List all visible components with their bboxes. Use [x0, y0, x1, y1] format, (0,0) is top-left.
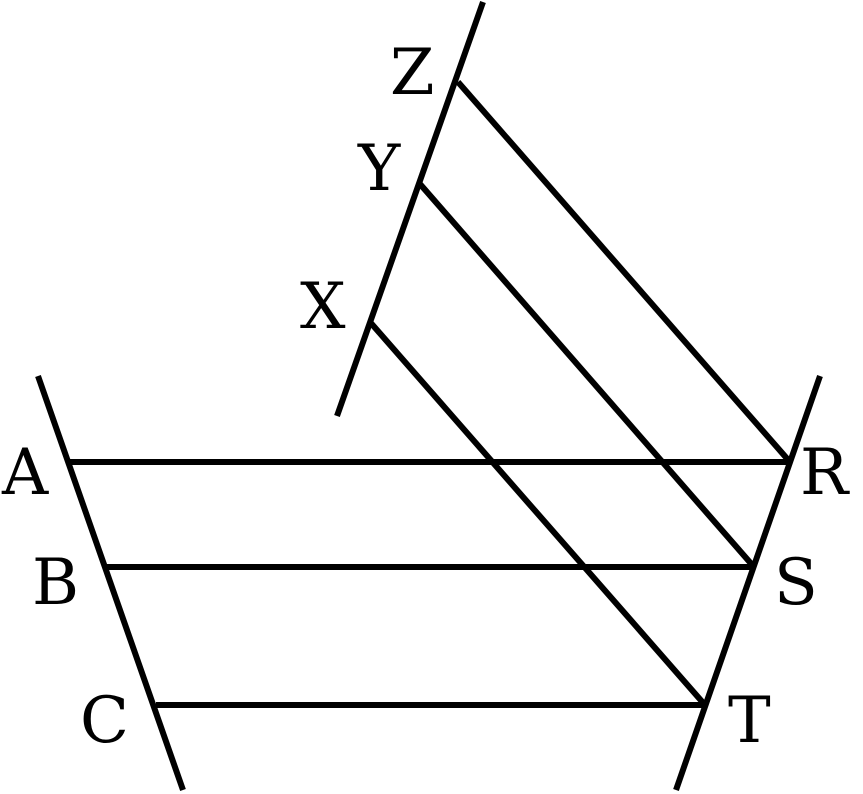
upper-transversal — [334, 1, 486, 417]
point-label-y: Y — [357, 132, 401, 206]
point-label-t: T — [728, 684, 771, 758]
point-label-b: B — [32, 546, 79, 620]
point-label-a: A — [1, 436, 49, 510]
point-label-x: X — [300, 270, 346, 344]
left-transversal — [35, 375, 186, 791]
segment-zr — [455, 80, 793, 464]
point-label-r: R — [800, 436, 850, 510]
point-label-z: Z — [390, 36, 434, 110]
point-label-s: S — [774, 546, 818, 620]
right-transversal — [673, 375, 823, 791]
segment-xt — [367, 320, 708, 707]
segment-ys — [417, 182, 757, 569]
point-label-c: C — [80, 684, 129, 758]
